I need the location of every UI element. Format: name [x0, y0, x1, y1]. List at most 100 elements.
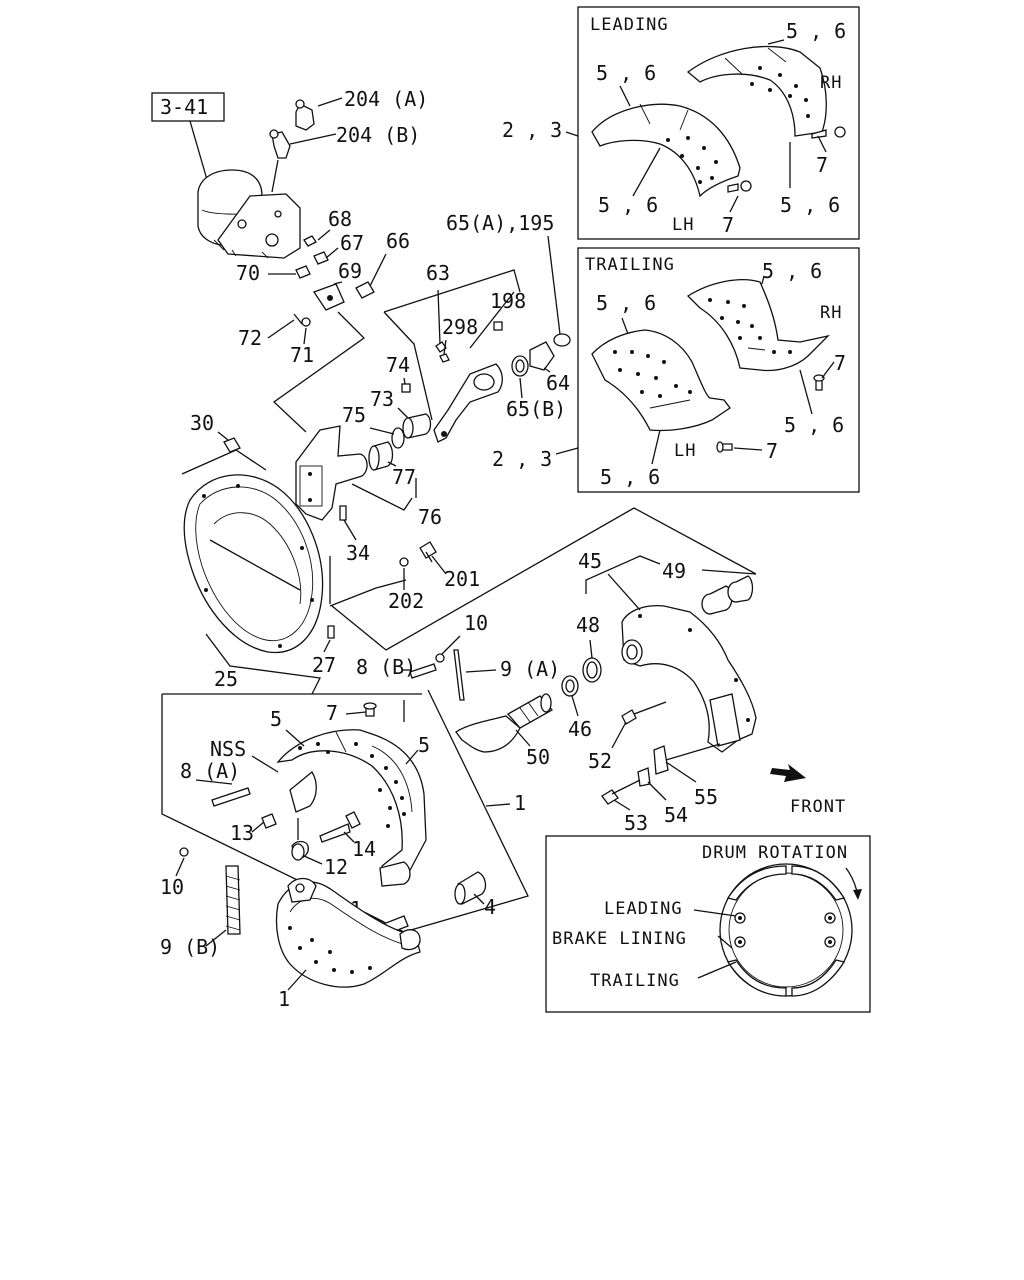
- trailing-bolt-label-rh: 7: [834, 351, 846, 375]
- ref-box: [151, 92, 225, 122]
- label-198: 198: [490, 289, 526, 313]
- ref-box-label: 3-41: [160, 95, 208, 119]
- label-65b: 65(B): [506, 397, 566, 421]
- label-76: 76: [418, 505, 442, 529]
- label-69: 69: [338, 259, 362, 283]
- label-204a: 204 (A): [344, 87, 428, 111]
- label-73: 73: [370, 387, 394, 411]
- chamber-hardware: [293, 235, 375, 327]
- leading-bolt-lh-icon: [727, 183, 739, 193]
- label-77: 77: [392, 465, 416, 489]
- label-52: 52: [588, 749, 612, 773]
- label-27: 27: [312, 653, 336, 677]
- label-10a: 10: [464, 611, 488, 635]
- label-74: 74: [386, 353, 410, 377]
- pin-8a-icon: [211, 787, 251, 807]
- label-202: 202: [388, 589, 424, 613]
- label-1b: 1: [278, 987, 290, 1011]
- label-8a: 8 (A): [180, 759, 240, 783]
- label-nss: NSS: [210, 737, 246, 761]
- fitting-204a-icon: [295, 103, 315, 131]
- label-50: 50: [526, 745, 550, 769]
- camshaft-bracket: [295, 425, 368, 521]
- label-34: 34: [346, 541, 370, 565]
- lower-shoe: [275, 877, 421, 988]
- leading-group-label: 2 , 3: [502, 118, 562, 142]
- label-10b: 10: [160, 875, 184, 899]
- label-66: 66: [386, 229, 410, 253]
- fitting-204b-icon: [271, 131, 291, 159]
- trailing-label-3: 5 , 6: [600, 465, 660, 489]
- label-63: 63: [426, 261, 450, 285]
- leading-label-1: 5 , 6: [786, 19, 846, 43]
- label-5a: 5: [270, 707, 282, 731]
- label-1a: 1: [514, 791, 526, 815]
- label-9a: 9 (A): [500, 657, 560, 681]
- leading-label-2: 5 , 6: [596, 61, 656, 85]
- label-46: 46: [568, 717, 592, 741]
- leading-bolt-label-rh: 7: [816, 153, 828, 177]
- label-25: 25: [214, 667, 238, 691]
- trailing-label-4: 5 , 6: [784, 413, 844, 437]
- front-arrow-icon: [770, 764, 806, 782]
- inset-trailing-title: TRAILING: [585, 255, 675, 275]
- label-14: 14: [352, 837, 376, 861]
- inset-trailing-frame: [577, 247, 860, 493]
- label-75: 75: [342, 403, 366, 427]
- label-4: 4: [484, 895, 496, 919]
- rotation-title: DRUM ROTATION: [702, 843, 848, 863]
- trailing-label-1: 5 , 6: [762, 259, 822, 283]
- inset-trailing: TRAILING 5 , 6 5 , 6 5: [577, 247, 860, 493]
- inset-drum-rotation: DRUM ROTATION LEADING BRAKE LINING TRAIL…: [545, 835, 871, 1013]
- trailing-bolt-label-lh: 7: [766, 439, 778, 463]
- slack-adjuster: [433, 321, 571, 443]
- label-70: 70: [236, 261, 260, 285]
- label-45: 45: [578, 549, 602, 573]
- inset-leading: LEADING 5 , 6 5 , 6 5 , 6: [577, 6, 860, 240]
- label-65a195: 65(A),195: [446, 211, 554, 235]
- label-48: 48: [576, 613, 600, 637]
- label-8b: 8 (B): [356, 655, 416, 679]
- leading-label-3: 5 , 6: [598, 193, 658, 217]
- label-7: 7: [326, 701, 338, 725]
- leading-lh-label: LH: [672, 215, 694, 235]
- spider-housing: [621, 604, 757, 753]
- trailing-lh-label: LH: [674, 441, 696, 461]
- leading-rh-label: RH: [820, 73, 842, 93]
- leading-label-4: 5 , 6: [780, 193, 840, 217]
- trailing-rh-lining: [686, 279, 831, 372]
- spring-9a-icon: [453, 649, 465, 701]
- label-68: 68: [328, 207, 352, 231]
- leading-bolt-label-lh: 7: [722, 213, 734, 237]
- inset-rotation-frame: [545, 835, 871, 1013]
- trailing-rh-label: RH: [820, 303, 842, 323]
- camshaft: [455, 693, 554, 753]
- leading-lh-lining: [591, 103, 741, 198]
- label-71: 71: [290, 343, 314, 367]
- leading-bolt-rh-icon: [811, 129, 827, 139]
- label-298: 298: [442, 315, 478, 339]
- label-67: 67: [340, 231, 364, 255]
- trailing-label-2: 5 , 6: [596, 291, 656, 315]
- label-72: 72: [238, 326, 262, 350]
- inset-leading-title: LEADING: [590, 15, 669, 35]
- inset-leading-frame: [577, 6, 860, 240]
- cam-bushings: [368, 413, 432, 471]
- label-53: 53: [624, 811, 648, 835]
- label-64: 64: [546, 371, 570, 395]
- trailing-lh-lining: [591, 329, 731, 432]
- label-49: 49: [662, 559, 686, 583]
- label-55: 55: [694, 785, 718, 809]
- rotation-leading: LEADING: [604, 899, 683, 919]
- label-54: 54: [664, 803, 688, 827]
- trailing-group-label: 2 , 3: [492, 447, 552, 471]
- label-30: 30: [190, 411, 214, 435]
- label-13: 13: [230, 821, 254, 845]
- label-12: 12: [324, 855, 348, 879]
- label-5b: 5: [418, 733, 430, 757]
- label-201: 201: [444, 567, 480, 591]
- rotation-brake-lining: BRAKE LINING: [552, 929, 687, 949]
- pin-8b-icon: [409, 663, 437, 679]
- label-9b: 9 (B): [160, 935, 220, 959]
